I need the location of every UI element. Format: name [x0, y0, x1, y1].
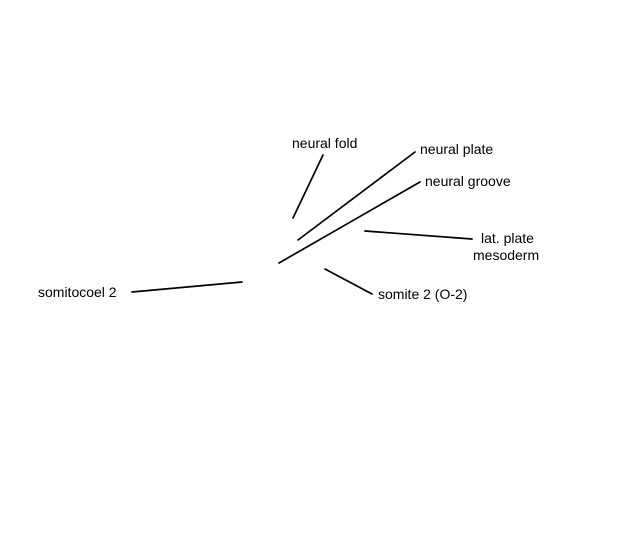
leader-line-neural-fold: [292, 154, 324, 219]
leader-line-somitocoel-2: [131, 281, 243, 293]
leader-line-lat-plate-mesoderm: [364, 230, 473, 240]
label-somitocoel-2: somitocoel 2: [38, 284, 117, 300]
leader-line-neural-groove: [278, 181, 421, 264]
label-neural-groove: neural groove: [425, 173, 511, 189]
label-lat-plate-mesoderm: lat. plate mesoderm: [473, 230, 539, 264]
label-lat-plate-line1: lat. plate: [481, 230, 534, 246]
label-somite-2: somite 2 (O-2): [378, 286, 468, 302]
label-neural-plate: neural plate: [420, 141, 494, 157]
label-lat-plate-line2: mesoderm: [473, 247, 540, 263]
leader-line-somite-2: [324, 268, 373, 295]
label-neural-fold: neural fold: [292, 135, 358, 151]
leader-line-neural-plate: [297, 151, 416, 241]
